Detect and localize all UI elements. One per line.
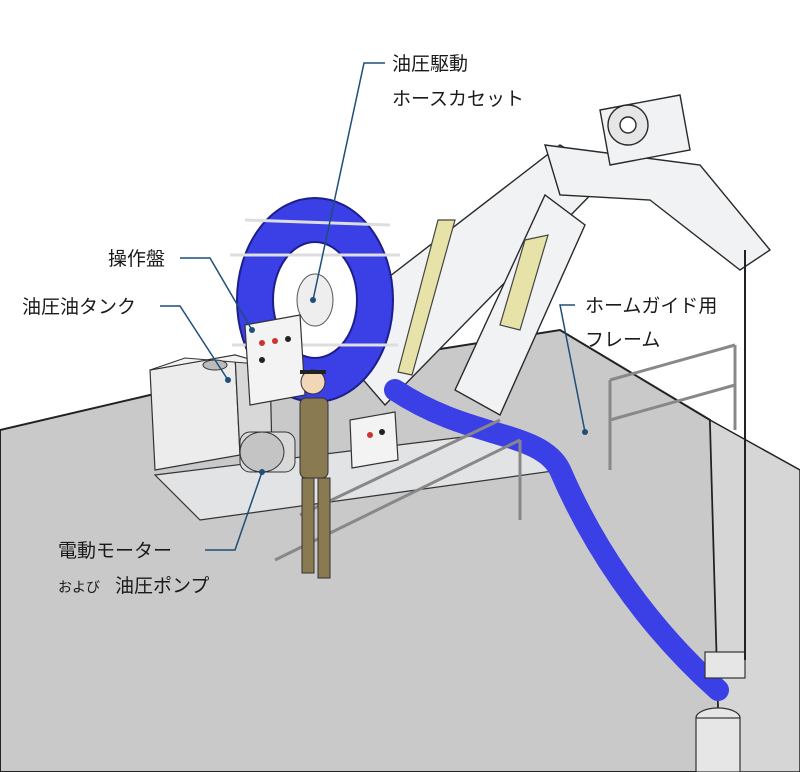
label-motor-line2-prefix: および: [58, 580, 100, 596]
label-motor-line1: 電動モーター: [58, 540, 172, 562]
control-panel: [244, 314, 306, 406]
label-hose-guide-frame-line1: ホームガイド用: [585, 295, 717, 317]
hydraulic-cylinders: [397, 219, 549, 376]
label-motor-line2: 油圧ポンプ: [115, 575, 209, 597]
label-control-panel: 操作盤: [108, 248, 165, 270]
outlet-pipe: [695, 651, 746, 772]
local-control-panel: [349, 411, 399, 469]
leader-dots: [225, 297, 588, 475]
hose: [384, 379, 729, 701]
worker-figure: [299, 369, 331, 579]
leader-lines: [160, 62, 586, 551]
label-hose-cassette-line1: 油圧駆動: [392, 53, 468, 75]
label-hose-guide-frame-line2: フレーム: [585, 329, 660, 351]
boom-frame: [318, 94, 772, 416]
guard-rails: [274, 343, 737, 562]
label-hose-cassette-line2: ホースカセット: [392, 88, 524, 110]
label-oil-tank: 油圧油タンク: [22, 296, 136, 318]
electric-motor: [239, 431, 296, 473]
